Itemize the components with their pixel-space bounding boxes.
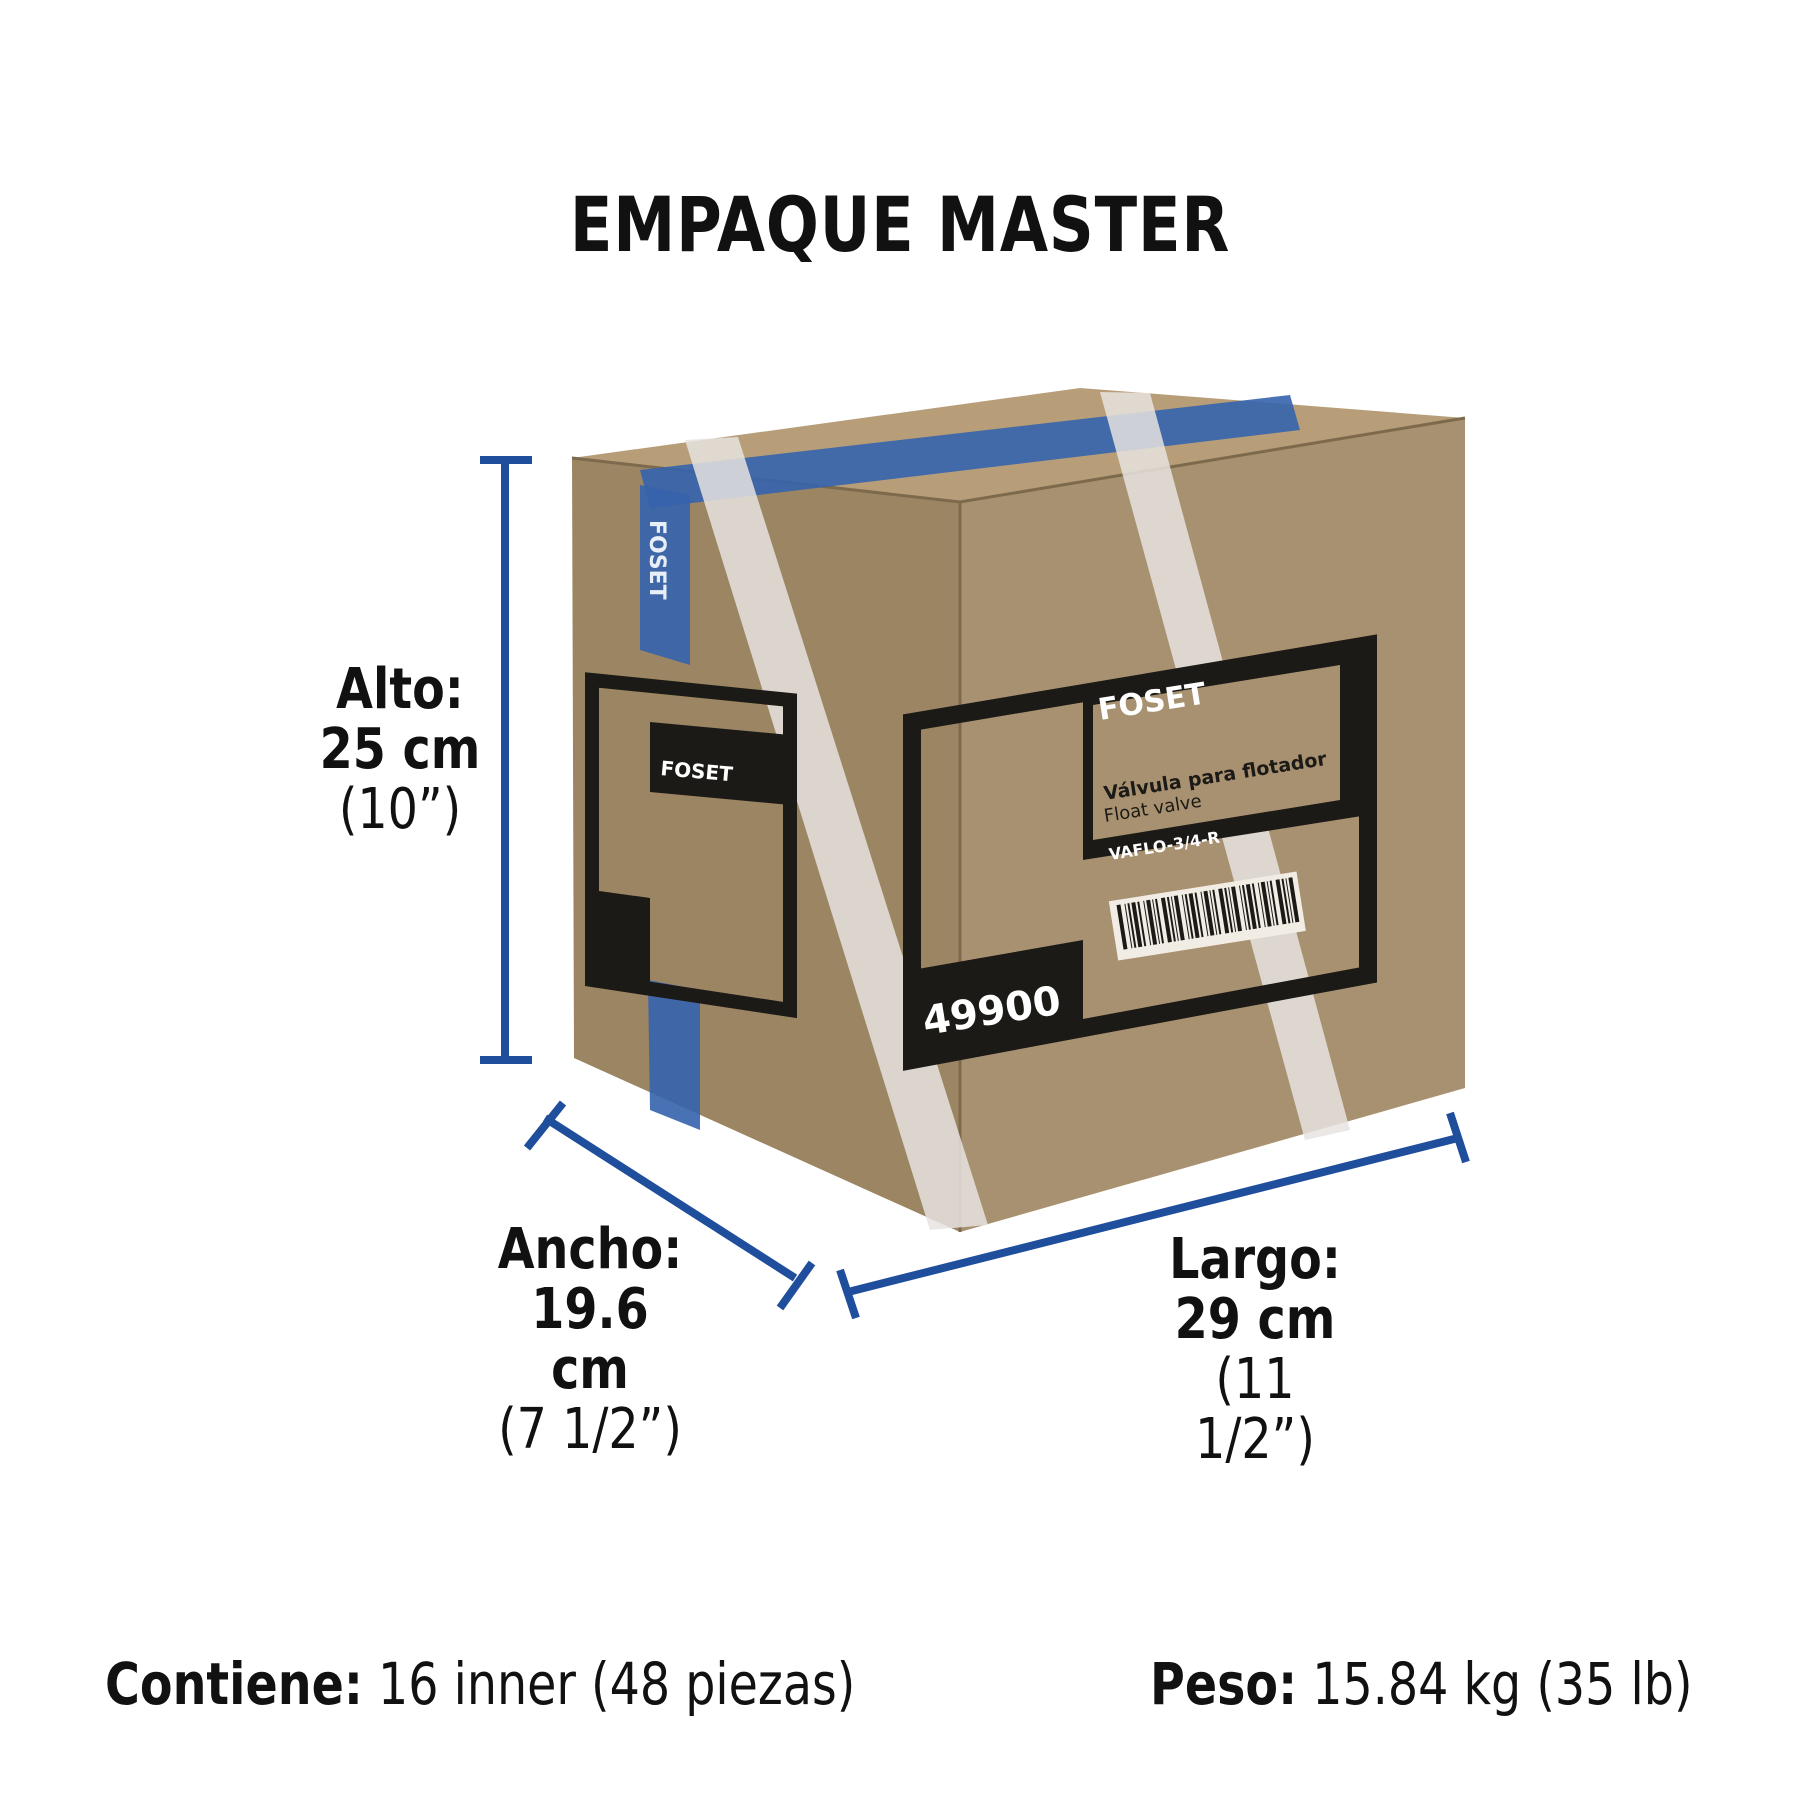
largo-dimension-line bbox=[836, 1111, 1470, 1320]
side-label-header bbox=[650, 722, 790, 805]
largo-inches: (11 1/2”) bbox=[1195, 1347, 1315, 1472]
barcode-bar bbox=[1181, 894, 1190, 940]
barcode-bar bbox=[1124, 903, 1133, 949]
ancho-value: 19.6 cm bbox=[531, 1277, 649, 1402]
alto-value: 25 cm bbox=[319, 717, 481, 782]
barcode-bar bbox=[1155, 898, 1165, 944]
barcode-bar bbox=[1209, 890, 1218, 935]
page-title: EMPAQUE MASTER bbox=[569, 180, 1231, 269]
largo-value: 29 cm bbox=[1174, 1287, 1336, 1352]
barcode-bar bbox=[1288, 877, 1300, 923]
barcode-bar bbox=[1143, 900, 1152, 946]
barcode-bar bbox=[1137, 901, 1147, 947]
barcode-bar bbox=[1281, 878, 1291, 924]
barcode-bar bbox=[1269, 880, 1279, 926]
side-label-frame bbox=[585, 672, 797, 1019]
barcode-bar bbox=[1257, 882, 1266, 928]
barcode-bar bbox=[1131, 902, 1143, 948]
alto-title: Alto: bbox=[336, 657, 464, 722]
barcode-bar bbox=[1231, 886, 1243, 932]
weight-value: 15.84 kg (35 lb) bbox=[1312, 1650, 1693, 1718]
barcode-bar bbox=[1218, 888, 1230, 934]
barcode-bar bbox=[1200, 891, 1209, 937]
tape-brand-text: FOSET bbox=[644, 520, 669, 600]
barcode-bar bbox=[1146, 899, 1158, 945]
barcode-bar bbox=[1160, 897, 1172, 943]
barcode-bar bbox=[1245, 883, 1257, 930]
barcode-bar bbox=[1152, 899, 1161, 944]
barcode-bar bbox=[1275, 879, 1287, 925]
blue-tape-side-bottom bbox=[648, 980, 700, 1130]
contents-info: Contiene: 16 inner (48 piezas) bbox=[105, 1650, 855, 1718]
barcode-bar bbox=[1166, 896, 1176, 942]
barcode-bar bbox=[1266, 881, 1275, 926]
barcode-bar bbox=[1251, 883, 1261, 929]
ancho-inches: (7 1/2”) bbox=[498, 1397, 682, 1462]
alto-inches: (10”) bbox=[338, 777, 462, 842]
codigo-block bbox=[912, 940, 1083, 1055]
alto-label: Alto: 25 cm (10”) bbox=[280, 660, 520, 840]
weight-label: Peso: bbox=[1150, 1650, 1298, 1718]
barcode-bar bbox=[1224, 887, 1234, 933]
front-barcode bbox=[1108, 871, 1306, 961]
barcode-bar bbox=[1260, 881, 1272, 927]
ancho-title: Ancho: bbox=[497, 1217, 683, 1282]
alto-dimension-line bbox=[480, 456, 532, 1064]
barcode-bar bbox=[1188, 893, 1200, 939]
barcode-bar bbox=[1238, 885, 1248, 931]
front-label-frame bbox=[903, 634, 1377, 1071]
barcode-bar bbox=[1212, 889, 1222, 935]
barcode-bar bbox=[1173, 895, 1185, 941]
barcode-bar bbox=[1285, 878, 1294, 923]
weight-info: Peso: 15.84 kg (35 lb) bbox=[1150, 1650, 1693, 1718]
largo-label: Largo: 29 cm (11 1/2”) bbox=[1135, 1230, 1375, 1470]
barcode-bar bbox=[1116, 904, 1128, 950]
contents-label: Contiene: bbox=[105, 1650, 363, 1718]
side-codigo-block bbox=[592, 890, 650, 985]
barcode-bar bbox=[1241, 884, 1251, 930]
barcode-bar bbox=[1184, 894, 1194, 939]
front-label-panel bbox=[1093, 665, 1340, 840]
contents-value: 16 inner (48 piezas) bbox=[377, 1650, 856, 1718]
largo-title: Largo: bbox=[1169, 1227, 1341, 1292]
ancho-dimension-line bbox=[523, 1100, 816, 1311]
ancho-label: Ancho: 19.6 cm (7 1/2”) bbox=[470, 1220, 710, 1460]
blue-tape-side bbox=[640, 485, 690, 665]
barcode-bar bbox=[1194, 892, 1204, 938]
barcode-bar bbox=[1127, 903, 1137, 948]
barcode-bar bbox=[1170, 896, 1179, 941]
barcode-bar bbox=[1228, 887, 1237, 932]
barcode-bar bbox=[1203, 890, 1215, 936]
